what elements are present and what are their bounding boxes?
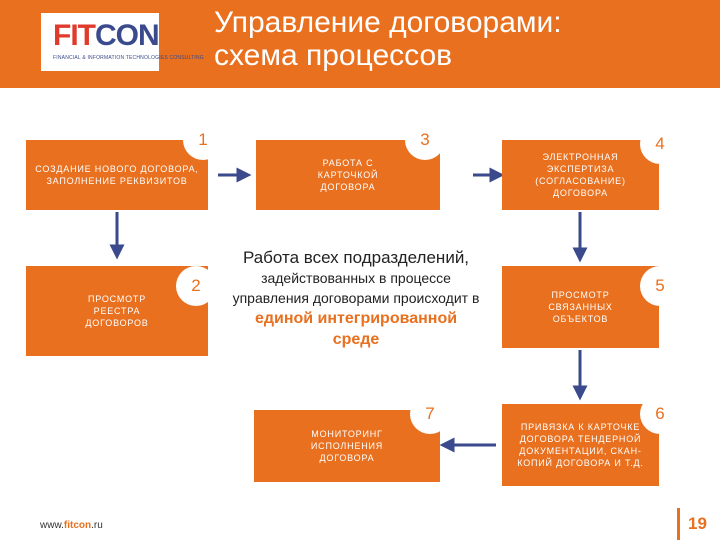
header-bar: FITCON FINANCIAL & INFORMATION TECHNOLOG… (0, 0, 720, 88)
step-5-badge: 5 (640, 266, 680, 306)
title-line-1: Управление договорами: (214, 6, 562, 39)
center-title: Работа всех подразделений, (242, 248, 470, 267)
step-6-box[interactable]: ПРИВЯЗКА К КАРТОЧКЕ ДОГОВОРА ТЕНДЕРНОЙ Д… (502, 404, 659, 486)
logo-tagline: FINANCIAL & INFORMATION TECHNOLOGIES CON… (53, 55, 204, 61)
title-line-2: схема процессов (214, 39, 453, 72)
step-7-badge: 7 (410, 394, 450, 434)
logo-wordmark: FITCON (53, 19, 160, 52)
step-1-badge: 1 (183, 120, 223, 160)
step-6-label: ПРИВЯЗКА К КАРТОЧКЕ ДОГОВОРА ТЕНДЕРНОЙ Д… (517, 422, 644, 468)
step-3-label: РАБОТА С КАРТОЧКОЙ ДОГОВОРА (317, 158, 379, 192)
step-2-badge: 2 (176, 266, 216, 306)
fitcon-logo[interactable]: FITCON FINANCIAL & INFORMATION TECHNOLOG… (41, 13, 204, 71)
step-2-label: ПРОСМОТР РЕЕСТРА ДОГОВОРОВ (85, 294, 149, 328)
page-title: Управление договорами: схема процессов (214, 6, 562, 72)
step-1-label: СОЗДАНИЕ НОВОГО ДОГОВОРА, ЗАПОЛНЕНИЕ РЕК… (35, 164, 199, 186)
step-4-box[interactable]: ЭЛЕКТРОННАЯ ЭКСПЕРТИЗА (СОГЛАСОВАНИЕ) ДО… (502, 140, 659, 210)
center-body: задействованных в процессе управления до… (232, 270, 480, 348)
step-3-badge: 3 (405, 120, 445, 160)
step-5-label: ПРОСМОТР СВЯЗАННЫХ ОБЪЕКТОВ (548, 290, 613, 324)
step-6-badge: 6 (640, 394, 680, 434)
page-number-divider (677, 508, 680, 540)
step-4-badge: 4 (640, 124, 680, 164)
step-4-label: ЭЛЕКТРОННАЯ ЭКСПЕРТИЗА (СОГЛАСОВАНИЕ) ДО… (535, 152, 626, 198)
step-5-box[interactable]: ПРОСМОТР СВЯЗАННЫХ ОБЪЕКТОВ (502, 266, 659, 348)
page-number: 19 (688, 514, 707, 533)
center-highlight: единой интегрированной среде (254, 310, 458, 348)
step-7-box[interactable]: МОНИТОРИНГ ИСПОЛНЕНИЯ ДОГОВОРА (254, 410, 440, 482)
step-7-label: МОНИТОРИНГ ИСПОЛНЕНИЯ ДОГОВОРА (310, 429, 384, 463)
footer-url[interactable]: www.fitcon.ru (40, 520, 103, 531)
center-caption: Работа всех подразделений, задействованн… (232, 248, 480, 350)
step-1-box[interactable]: СОЗДАНИЕ НОВОГО ДОГОВОРА, ЗАПОЛНЕНИЕ РЕК… (26, 140, 208, 210)
